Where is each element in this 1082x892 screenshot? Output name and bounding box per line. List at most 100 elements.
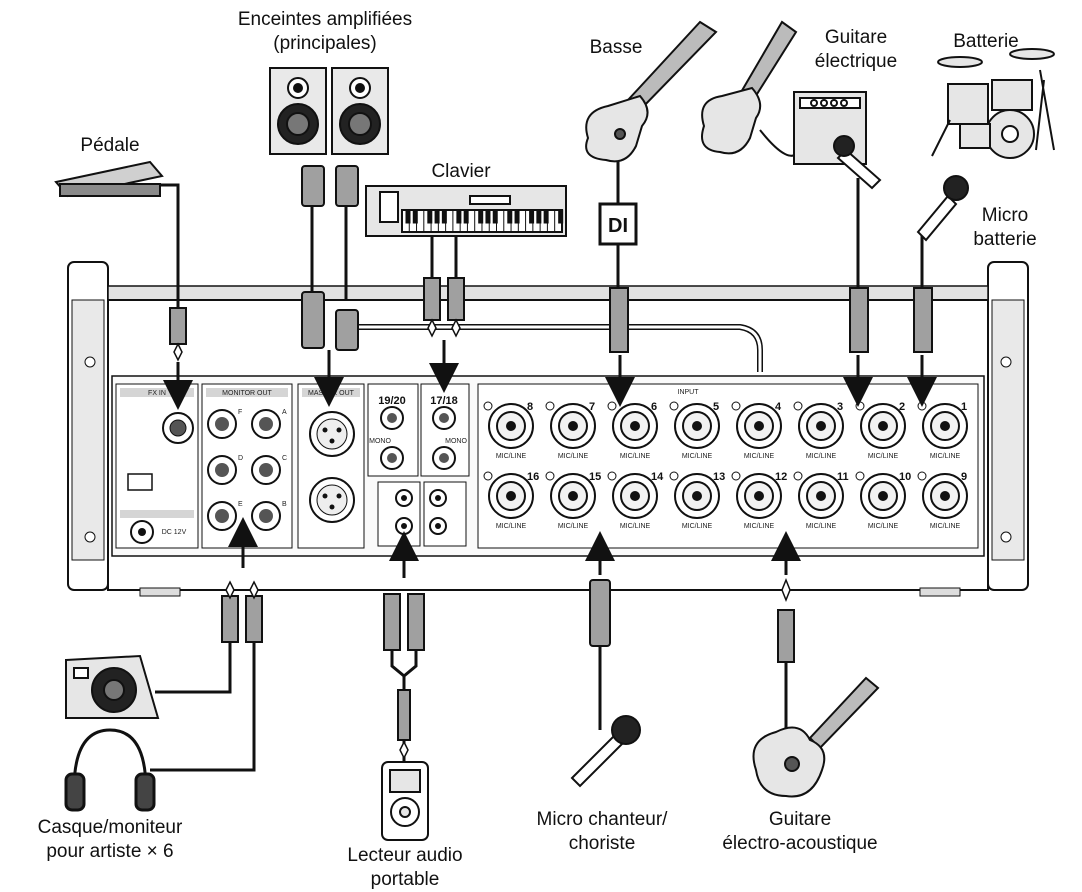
mic-line-label: MIC/LINE: [496, 453, 527, 460]
main-speakers-title: Enceintes amplifiées: [237, 9, 413, 30]
portable-player-label: Lecteur audio portable: [330, 844, 480, 892]
speaker-plug-left: [301, 165, 325, 207]
channel-number: 9: [961, 471, 967, 483]
master-out-label: MASTER OUT: [308, 390, 355, 397]
drum-microphone: [916, 175, 969, 242]
headphones-illustration: [64, 728, 156, 812]
mic-line-label: MIC/LINE: [868, 453, 899, 460]
monitor-out-letter: B: [282, 501, 287, 508]
drum-mic-plug: [913, 287, 933, 353]
jack-tips: [173, 318, 791, 760]
mic-line-label: MIC/LINE: [558, 523, 589, 530]
monitor-out-jack[interactable]: B: [251, 501, 287, 531]
mono-label-1: MONO: [369, 438, 391, 445]
acoustic-guitar-illustration: [752, 676, 880, 798]
monitor-out-jack[interactable]: C: [251, 455, 287, 485]
monitor-out-letter: E: [238, 501, 243, 508]
keyboard-illustration: [365, 185, 567, 237]
vocal-mic-title: Micro chanteur/: [536, 809, 668, 830]
connection-arrows: [163, 340, 937, 578]
electric-guitar-illustration: [701, 20, 801, 157]
master-plug-left: [301, 291, 325, 349]
master-out-section: MASTER OUT: [297, 383, 365, 549]
drum-mic-title: Micro: [981, 205, 1029, 226]
pedal-label: Pédale: [80, 135, 140, 156]
main-speakers-illustration: [269, 67, 389, 155]
mic-line-label: MIC/LINE: [682, 453, 713, 460]
drums-illustration: [931, 48, 1055, 159]
monitor-plug-right: [245, 595, 263, 643]
main-speakers-subtitle: (principales): [273, 33, 377, 54]
stereo-inputs-section: 19/20 17/18 MONO MONO: [367, 383, 470, 547]
vocal-mic-label: Micro chanteur/ choriste: [510, 808, 694, 856]
amp-microphone: [833, 135, 882, 190]
monitor-out-jack[interactable]: A: [251, 409, 287, 439]
amp-mic-plug: [849, 287, 869, 353]
monitor-out-jack[interactable]: E: [207, 501, 243, 531]
monitor-out-jack[interactable]: F: [207, 409, 242, 439]
bass-illustration: [585, 20, 718, 163]
drum-mic-label: Micro batterie: [960, 204, 1050, 252]
vocal-mic-subtitle: choriste: [568, 833, 636, 854]
channel-number: 2: [899, 401, 905, 413]
keyboard-plug-right: [447, 277, 465, 321]
mini-jack-plug: [397, 689, 411, 741]
acoustic-guitar-plug: [777, 609, 795, 663]
di-box: DI: [598, 202, 638, 246]
mic-line-label: MIC/LINE: [558, 453, 589, 460]
input-section: INPUT 8MIC/LINE7MIC/LINE6MIC/LINE5MIC/LI…: [477, 383, 979, 549]
monitor-out-jack[interactable]: D: [207, 455, 243, 485]
channel-number: 14: [651, 471, 664, 483]
mono-label-2: MONO: [445, 438, 467, 445]
channel-number: 15: [589, 471, 601, 483]
mic-line-label: MIC/LINE: [930, 453, 961, 460]
usb-port[interactable]: [127, 473, 153, 491]
monitor-out-letter: F: [238, 409, 242, 416]
fx-in-label: FX IN: [148, 390, 166, 397]
monitor-out-letter: D: [238, 455, 243, 462]
monitor-out-letter: A: [282, 409, 287, 416]
mic-line-label: MIC/LINE: [806, 453, 837, 460]
bass-label: Basse: [589, 37, 643, 58]
portable-player-title: Lecteur audio: [347, 845, 463, 866]
mic-line-label: MIC/LINE: [744, 453, 775, 460]
headphones-title: Casque/moniteur: [37, 817, 183, 838]
mic-line-label: MIC/LINE: [868, 523, 899, 530]
drums-label: Batterie: [953, 31, 1019, 52]
channel-number: 16: [527, 471, 539, 483]
vocal-mic-plug: [589, 579, 611, 647]
monitor-out-letter: C: [282, 455, 287, 462]
acoustic-guitar-subtitle: électro-acoustique: [722, 833, 878, 854]
drum-mic-subtitle: batterie: [973, 229, 1037, 250]
channel-number: 7: [589, 401, 595, 413]
headphones-subtitle: pour artiste × 6: [46, 841, 174, 862]
main-speakers-label: Enceintes amplifiées (principales): [214, 8, 436, 56]
channel-number: 13: [713, 471, 725, 483]
pedal-illustration: [54, 160, 164, 198]
mic-line-label: MIC/LINE: [496, 523, 527, 530]
portable-player-subtitle: portable: [370, 869, 440, 890]
mic-line-label: MIC/LINE: [620, 453, 651, 460]
electric-guitar-subtitle: électrique: [814, 51, 898, 72]
keyboard-plug-left: [423, 277, 441, 321]
pedal-plug: [169, 307, 187, 345]
channel-number: 1: [961, 401, 967, 413]
mic-line-label: MIC/LINE: [682, 523, 713, 530]
vocal-microphone: [570, 715, 641, 788]
